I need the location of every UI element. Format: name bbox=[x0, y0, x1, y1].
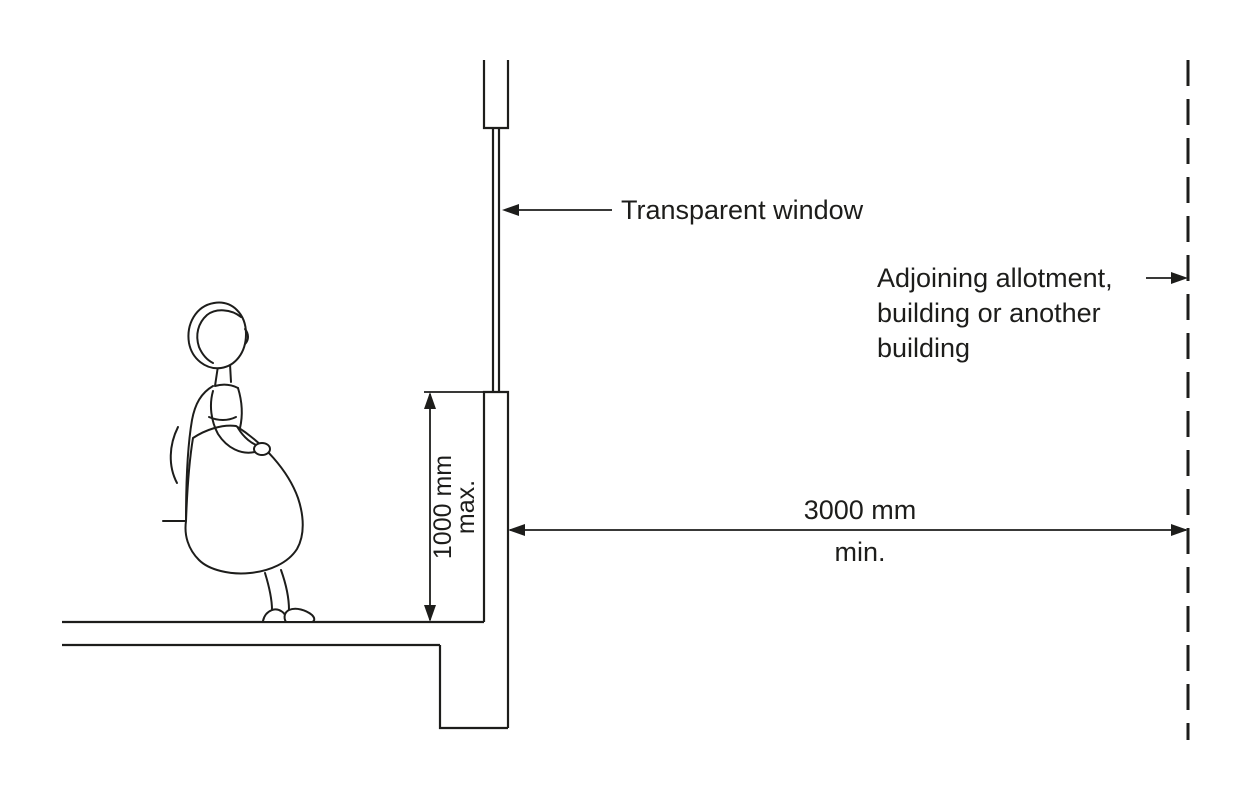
arrowhead-down bbox=[424, 605, 436, 622]
foundation bbox=[438, 645, 508, 730]
person-nose bbox=[244, 328, 249, 345]
vertical-dimension-qualifier: max. bbox=[452, 480, 480, 534]
horizontal-dimension-qualifier: min. bbox=[834, 537, 885, 567]
horizontal-dimension-value: 3000 mm bbox=[804, 495, 917, 525]
vertical-dimension-value: 1000 mm bbox=[429, 455, 457, 559]
wall-section bbox=[438, 60, 510, 730]
person-shoe-front bbox=[283, 607, 316, 623]
adjoining-label-line1: Adjoining allotment, bbox=[877, 263, 1113, 293]
arrowhead-boundary bbox=[1171, 272, 1188, 284]
person-neck-shoulder bbox=[214, 363, 239, 389]
adjoining-label-line3: building bbox=[877, 333, 970, 363]
person-hair bbox=[196, 309, 242, 364]
window-glass bbox=[491, 128, 501, 392]
person-hand bbox=[253, 442, 271, 456]
person-torso-front bbox=[237, 387, 243, 429]
vertical-dimension: 1000 mm max. bbox=[424, 391, 484, 622]
person-legs bbox=[264, 569, 290, 611]
wall-parapet bbox=[482, 390, 510, 728]
person-arm-outer bbox=[209, 390, 256, 454]
person-shoe-back bbox=[262, 608, 288, 623]
adjoining-callout: Adjoining allotment, building or another… bbox=[877, 263, 1188, 363]
person-skirt bbox=[184, 424, 304, 575]
adjoining-label-line2: building or another bbox=[877, 298, 1101, 328]
floor-slab bbox=[62, 620, 484, 647]
window-head-frame bbox=[482, 60, 510, 130]
transparent-window-callout: Transparent window bbox=[502, 195, 864, 225]
transparent-window-label: Transparent window bbox=[621, 195, 864, 225]
arrowhead-up bbox=[424, 392, 436, 409]
arrowhead-right bbox=[1171, 524, 1188, 536]
chair-back bbox=[169, 426, 179, 484]
arrowhead-window bbox=[502, 204, 519, 216]
seated-person bbox=[162, 301, 316, 623]
arrowhead-left bbox=[508, 524, 525, 536]
person-sleeve-hem bbox=[208, 416, 237, 421]
horizontal-dimension: 3000 mm min. bbox=[508, 495, 1188, 567]
